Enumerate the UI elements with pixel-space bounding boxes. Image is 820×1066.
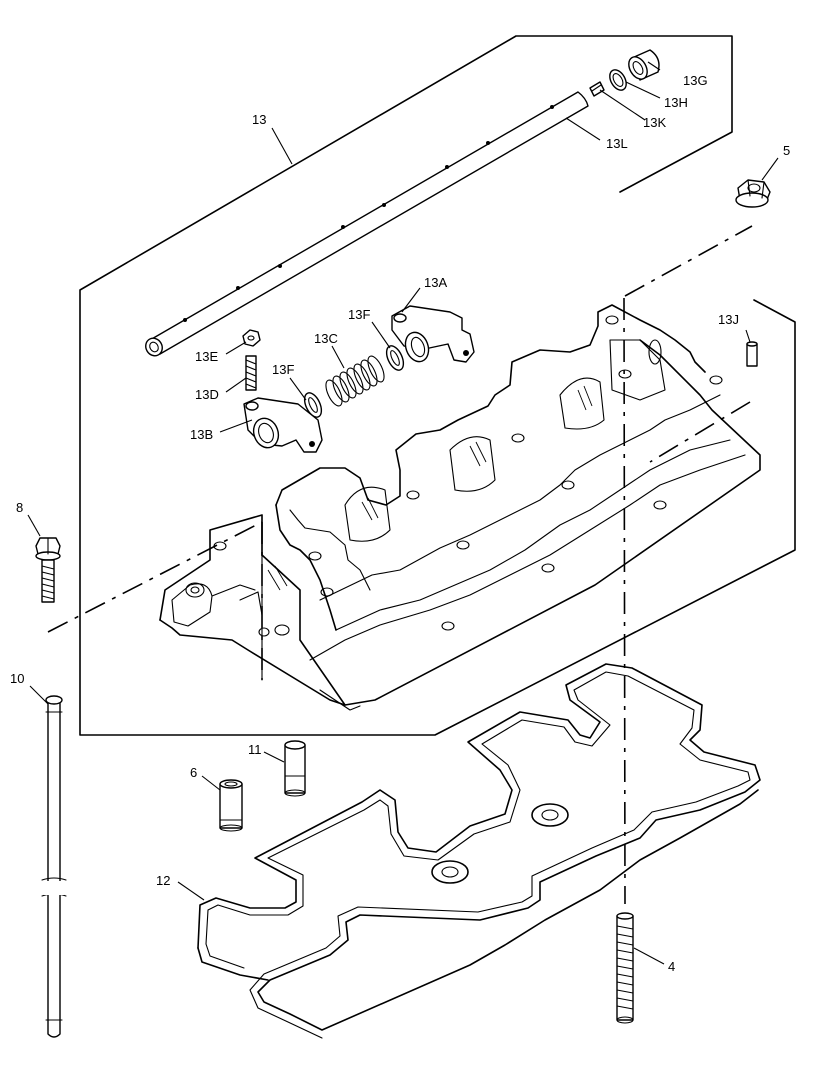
- rod-10: [41, 695, 67, 1038]
- label-13A: 13A: [424, 275, 447, 290]
- gasket-12: [197, 663, 761, 1039]
- assembly-13-bracket: [79, 35, 796, 736]
- label-13L: 13L: [606, 136, 628, 151]
- label-4: 4: [668, 959, 675, 974]
- centerlines: [47, 225, 753, 905]
- part-labels: 13 13G 13H 13K 13L 5 13A 13F 13C 13J 13E…: [10, 73, 790, 974]
- label-13D: 13D: [195, 387, 219, 402]
- plug-13G: [628, 49, 660, 81]
- rocker-arm-13A: [391, 305, 475, 363]
- washer-13F-upper: [385, 345, 405, 371]
- label-13H: 13H: [664, 95, 688, 110]
- rocker-arm-13B: [243, 397, 323, 453]
- label-10: 10: [10, 671, 24, 686]
- label-8: 8: [16, 500, 23, 515]
- label-13: 13: [252, 112, 266, 127]
- nut-13E: [242, 329, 261, 347]
- leader-lines: [27, 61, 779, 965]
- label-13C: 13C: [314, 331, 338, 346]
- plug-13K: [589, 81, 605, 97]
- washer-13F-lower: [303, 392, 323, 418]
- label-13E: 13E: [195, 349, 218, 364]
- sleeve-6: [219, 779, 243, 832]
- label-13F-lower: 13F: [272, 362, 294, 377]
- adjusting-screw-13D: [245, 355, 257, 391]
- spring-13C: [325, 355, 385, 407]
- o-ring-13H: [609, 69, 627, 91]
- label-12: 12: [156, 873, 170, 888]
- stud-4: [616, 912, 634, 1024]
- label-13B: 13B: [190, 427, 213, 442]
- dowel-13J: [746, 341, 758, 367]
- sleeve-11: [284, 740, 306, 797]
- label-13K: 13K: [643, 115, 666, 130]
- label-13F-upper: 13F: [348, 307, 370, 322]
- rocker-shaft: [145, 91, 589, 357]
- nut-5: [735, 179, 771, 208]
- label-11: 11: [248, 742, 262, 757]
- label-13G: 13G: [683, 73, 708, 88]
- label-5: 5: [783, 143, 790, 158]
- bolt-8: [35, 537, 61, 603]
- label-13J: 13J: [718, 312, 739, 327]
- label-6: 6: [190, 765, 197, 780]
